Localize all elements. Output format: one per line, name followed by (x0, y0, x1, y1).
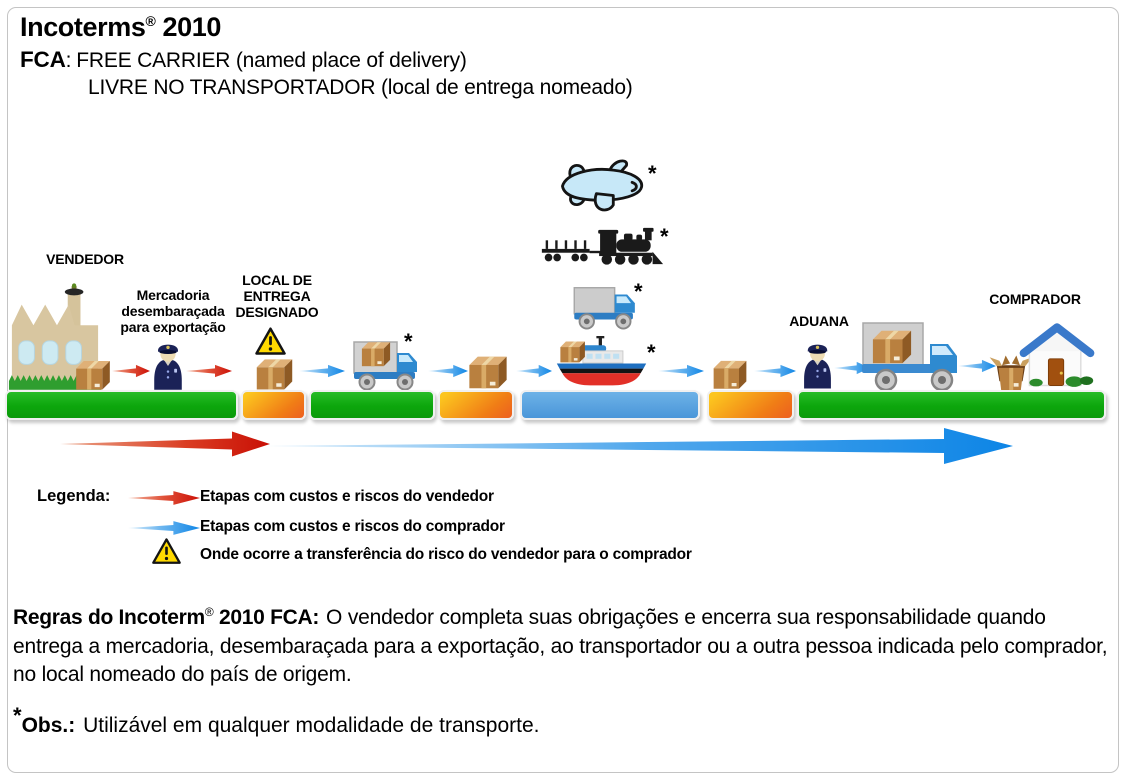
stage-bar-orange-3 (707, 390, 794, 420)
stage-bar-green-2 (309, 390, 435, 420)
obs-text: Utilizável em qualquer modalidade de tra… (83, 714, 540, 737)
legend-buyer-arrow-icon (128, 519, 200, 537)
incoterm-name-en: FREE CARRIER (named place of delivery) (76, 49, 467, 72)
ship-asterisk: * (647, 340, 656, 365)
train-icon (538, 226, 666, 268)
seller-step-arrow (186, 363, 232, 379)
buyer-cost-arrow (265, 428, 1013, 464)
buyer-step-arrow (516, 363, 552, 379)
house-icon (1017, 320, 1097, 390)
plane-icon (556, 156, 648, 220)
mercadoria-label: Mercadoria desembaraçada para exportação (120, 287, 226, 336)
rules-paragraph: Regras do Incoterm® 2010 FCA:O vendedor … (13, 604, 1117, 690)
truck-asterisk: * (634, 279, 643, 304)
legend-seller-text: Etapas com custos e riscos do vendedor (200, 488, 494, 505)
registered-mark: ® (145, 13, 156, 29)
incoterm-name-pt: LIVRE NO TRANSPORTADOR (local de entrega… (88, 76, 633, 99)
legend-heading: Legenda: (37, 487, 111, 505)
warning-triangle-icon (254, 326, 287, 357)
package-icon (709, 356, 751, 392)
title-main: Incoterms (20, 12, 146, 42)
plane-asterisk: * (648, 161, 657, 186)
big-truck-with-package-icon (860, 320, 960, 392)
ground-truck-asterisk: * (404, 329, 413, 354)
legend-risk-transfer-text: Onde ocorre a transferência do risco do … (200, 546, 692, 563)
ship-icon (553, 336, 650, 390)
rules-registered-mark: ® (204, 605, 214, 619)
cost-risk-arrows (60, 428, 1013, 464)
comprador-label: COMPRADOR (989, 291, 1081, 307)
rules-lead: Regras do Incoterm (13, 606, 205, 629)
aduana-label: ADUANA (789, 313, 849, 329)
buyer-step-arrow (299, 363, 345, 379)
legend-warning-triangle-icon (151, 537, 182, 566)
rules-lead2: 2010 FCA (213, 606, 313, 629)
buyer-step-arrow (754, 363, 796, 379)
incoterm-code: FCA (20, 47, 66, 72)
package-icon (462, 351, 514, 392)
obs-asterisk: * (13, 703, 22, 728)
legend-buyer-text: Etapas com custos e riscos do comprador (200, 518, 505, 535)
obs-label: Obs.: (21, 714, 76, 737)
package-icon (251, 354, 298, 393)
customs-officer-icon (799, 337, 836, 392)
title-year: 2010 (162, 12, 221, 42)
stage-bar-orange-2 (438, 390, 514, 420)
train-asterisk: * (660, 224, 669, 249)
rules-body: O vendedor completa suas obrigações e en… (13, 606, 1108, 687)
local-entrega-label: LOCAL DE ENTREGA DESIGNADO (235, 272, 319, 321)
rules-colon: : (312, 606, 320, 629)
customs-officer-icon (149, 337, 187, 393)
stage-bar-green-3 (797, 390, 1106, 420)
buyer-step-arrow (658, 363, 704, 379)
stage-bar-blue (520, 390, 700, 420)
vendedor-label: VENDEDOR (46, 251, 124, 267)
seller-step-arrow (112, 363, 150, 379)
page-title: Incoterms® 2010 (20, 12, 221, 43)
stage-bar-green-1 (5, 390, 238, 420)
seller-cost-arrow (60, 431, 270, 457)
stage-bar-orange-1 (241, 390, 306, 420)
package-icon (71, 356, 115, 393)
truck-mode-icon (572, 281, 640, 331)
obs-note: *Obs.: Utilizável em qualquer modalidade… (13, 703, 540, 738)
colon: : (65, 49, 72, 72)
legend-seller-arrow-icon (128, 489, 200, 507)
incoterm-subtitle-en: FCA:FREE CARRIER (named place of deliver… (20, 47, 467, 73)
